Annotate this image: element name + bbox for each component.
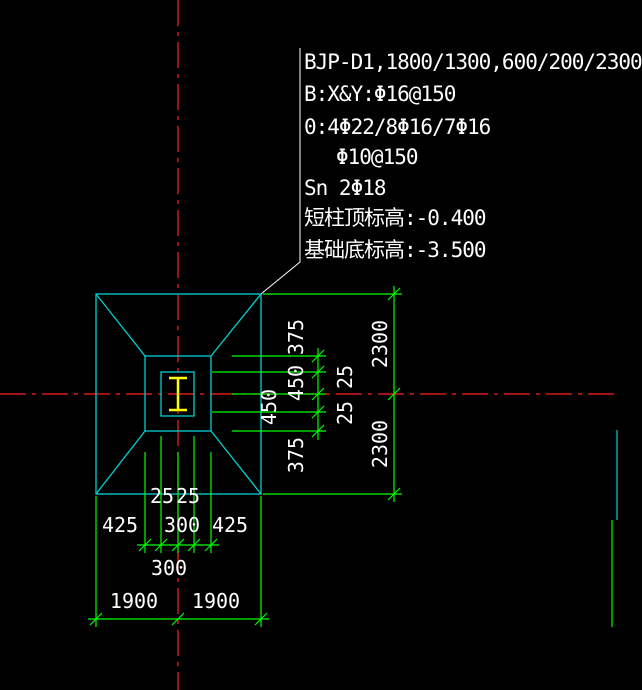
tick-412 (311, 405, 325, 419)
slope-line-tr (210, 293, 262, 357)
annotation-line-4: Φ10@150 (336, 145, 419, 169)
dim-text-right-mid-450-b: 450 (257, 389, 281, 425)
foundation-drawing: 2300 2300 375 450 450 375 25 25 25 25 42… (0, 0, 619, 690)
dim-text-bottom-300: 300 (164, 513, 200, 537)
column-pedestal-rect (144, 355, 212, 432)
slope-line-tl (95, 293, 146, 357)
dim-text-bottom-300-lower: 300 (151, 556, 187, 580)
slope-line-bl (95, 430, 146, 495)
steel-column-section (169, 376, 187, 412)
dim-text-bottom-left-425: 425 (102, 513, 138, 537)
dim-text-bottom-25-b: 25 (176, 484, 200, 508)
tick-294 (387, 287, 401, 301)
dim-text-right-lower-outer: 2300 (368, 420, 392, 468)
dim-text-bottom-right-425: 425 (212, 513, 248, 537)
tick-b-178 (171, 538, 185, 552)
dim-text-bottom-left-1900: 1900 (110, 589, 158, 613)
tick-b-96 (89, 612, 103, 626)
tick-494 (387, 487, 401, 501)
annotation-line-1: BJP-D1,1800/1300,600/200/2300 (304, 50, 642, 74)
tick-b-161 (154, 538, 168, 552)
tick-356 (311, 349, 325, 363)
bottom-dimensions (88, 436, 269, 627)
tick-b-145 (138, 538, 152, 552)
column-inner-rect (160, 371, 195, 417)
tick-b-261 (254, 612, 268, 626)
tick-394 (387, 387, 401, 401)
tick-394b (311, 387, 325, 401)
dim-text-right-lower-inner: 375 (284, 437, 308, 473)
right-dimensions (212, 286, 402, 502)
annotation-line-7: 基础底标高:-3.500 (304, 238, 487, 262)
dim-text-right-upper-outer: 2300 (368, 320, 392, 368)
tick-b-178b (171, 612, 185, 626)
tick-372 (311, 365, 325, 379)
tick-b-211 (204, 538, 218, 552)
tick-431 (311, 424, 325, 438)
annotation-line-3: 0:4Φ22/8Φ16/7Φ16 (304, 115, 491, 139)
tick-b-194 (187, 538, 201, 552)
annotation-leader (260, 48, 301, 295)
annotation-line-2: B:X&Y:Φ16@150 (304, 82, 456, 106)
annotation-line-6: 短柱顶标高:-0.400 (304, 206, 487, 230)
annotation-line-5: Sn 2Φ18 (304, 176, 387, 200)
dim-text-bottom-right-1900: 1900 (192, 589, 240, 613)
dim-text-right-mid-450-a: 450 (284, 365, 308, 401)
dim-text-right-25-a: 25 (333, 365, 357, 389)
dim-text-bottom-25-a: 25 (150, 484, 174, 508)
dim-text-right-upper-inner: 375 (284, 319, 308, 355)
slope-line-br (210, 430, 262, 495)
dim-text-right-25-b: 25 (333, 401, 357, 425)
